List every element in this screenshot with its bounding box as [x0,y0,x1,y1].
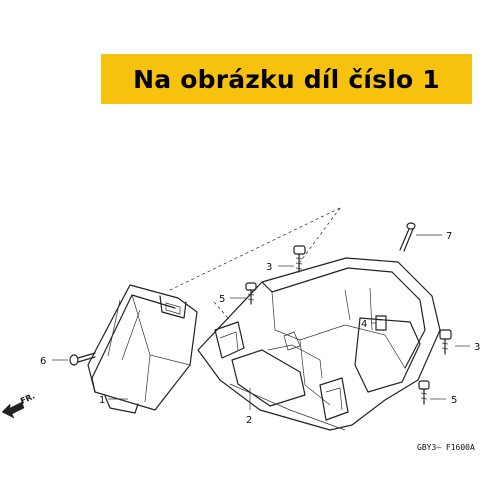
callout-2: 2 [246,415,252,426]
banner-text: Na obrázku díl číslo 1 [133,64,440,94]
callout-6: 6 [40,356,46,367]
diagram-code: GBY3— F1600A [417,443,475,452]
callout-5-right: 5 [451,395,457,406]
callout-4: 4 [361,319,367,330]
clip-4 [375,315,387,331]
part-number-banner: Na obrázku díl číslo 1 [101,54,472,104]
bolt-3-right [439,329,452,355]
front-direction-label: FR. [19,391,36,405]
bolt-5-left [245,282,257,305]
callout-1: 1 [99,395,105,406]
front-direction-arrow: FR. [1,391,36,419]
callout-5-left: 5 [219,294,225,305]
reference-lines [167,207,341,319]
leader-lines [52,234,470,410]
bolt-5-right [418,380,430,405]
bolt-3-upper [293,245,306,273]
screw-7 [399,222,416,252]
callout-3-upper: 3 [266,262,272,273]
part-2-center-cover [197,257,441,431]
screw-6 [69,352,96,366]
part-1-front-box [87,284,198,414]
callout-7: 7 [446,231,452,242]
callout-3-right: 3 [474,342,480,353]
